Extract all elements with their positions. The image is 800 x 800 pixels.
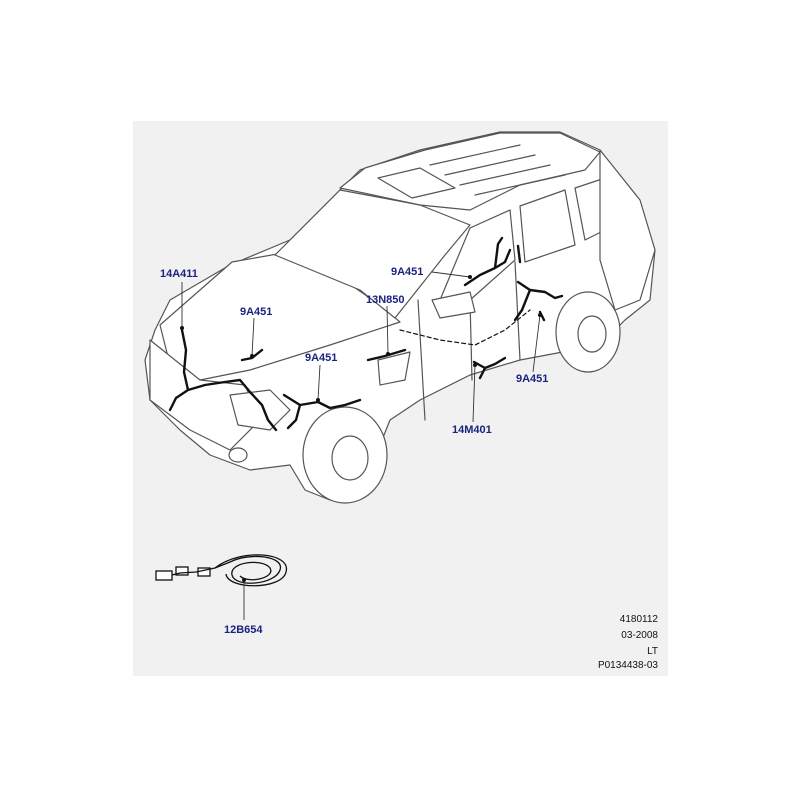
- rear-panel-outline: [599, 149, 656, 311]
- sunroof-outline: [377, 167, 456, 199]
- roof-panel-lines: [429, 144, 566, 196]
- harness-9A451-upper: [463, 236, 522, 287]
- leader-dot-14M401: [473, 363, 477, 367]
- callout-9A451-front[interactable]: 9A451: [305, 352, 338, 364]
- side-vent-outline: [377, 351, 411, 386]
- wing-mirror-outline: [431, 291, 476, 319]
- reference-stamp-line4: P0134438-03: [597, 660, 658, 671]
- vehicle-outline: [144, 131, 656, 501]
- harness-14A411: [168, 328, 278, 432]
- leader-dot-9A451-hood: [250, 354, 254, 358]
- harness-13N850: [366, 348, 407, 362]
- front-fascia-outline: [149, 339, 261, 451]
- windshield-outline: [274, 189, 471, 319]
- harness-12B654-coil: [171, 555, 281, 584]
- leader-9A451-front: [317, 364, 321, 401]
- leader-9A451-rear: [532, 314, 541, 373]
- callout-14A411[interactable]: 14A411: [160, 268, 198, 280]
- front-wheel-hub: [331, 435, 369, 481]
- wheels: [302, 291, 621, 504]
- harness-12B654-coil-2: [214, 554, 287, 587]
- harness-14M401: [472, 356, 507, 380]
- front-window-outline: [439, 209, 516, 301]
- harness-12B654-part: [155, 554, 287, 587]
- leader-lines: [181, 271, 541, 620]
- leader-dot-13N850: [386, 352, 390, 356]
- reference-stamp-line2: 03-2008: [621, 630, 658, 641]
- leader-dot-14A411: [180, 326, 184, 330]
- rear-window-outline: [519, 189, 576, 263]
- callout-9A451-hood[interactable]: 9A451: [240, 306, 273, 318]
- rear-wheel-hub: [577, 315, 607, 353]
- callout-14M401[interactable]: 14M401: [452, 424, 492, 436]
- callout-9A451-rear[interactable]: 9A451: [516, 373, 549, 385]
- leader-9A451-upper: [431, 271, 471, 278]
- reference-stamp-line1: 4180112: [619, 614, 658, 625]
- callout-13N850[interactable]: 13N850: [366, 294, 405, 306]
- harness-body-routing: [399, 309, 531, 346]
- leader-dot-12B654: [242, 578, 246, 582]
- callout-12B654[interactable]: 12B654: [224, 624, 263, 636]
- leader-14M401: [472, 364, 476, 423]
- leader-dot-9A451-rear: [538, 313, 542, 317]
- leader-9A451-hood: [251, 317, 255, 357]
- fog-lamp-outline: [228, 447, 248, 463]
- headlamp-outline: [229, 389, 291, 431]
- connector-12B654-a: [155, 570, 173, 581]
- leader-dots: [180, 275, 542, 582]
- connector-12B654-b: [175, 566, 189, 576]
- leader-13N850: [386, 305, 389, 355]
- leader-dot-9A451-front: [316, 398, 320, 402]
- harness-9A451-front: [282, 393, 362, 430]
- callout-9A451-upper[interactable]: 9A451: [391, 266, 424, 278]
- leader-dot-9A451-upper: [468, 275, 472, 279]
- reference-stamp-line3: LT: [647, 646, 658, 657]
